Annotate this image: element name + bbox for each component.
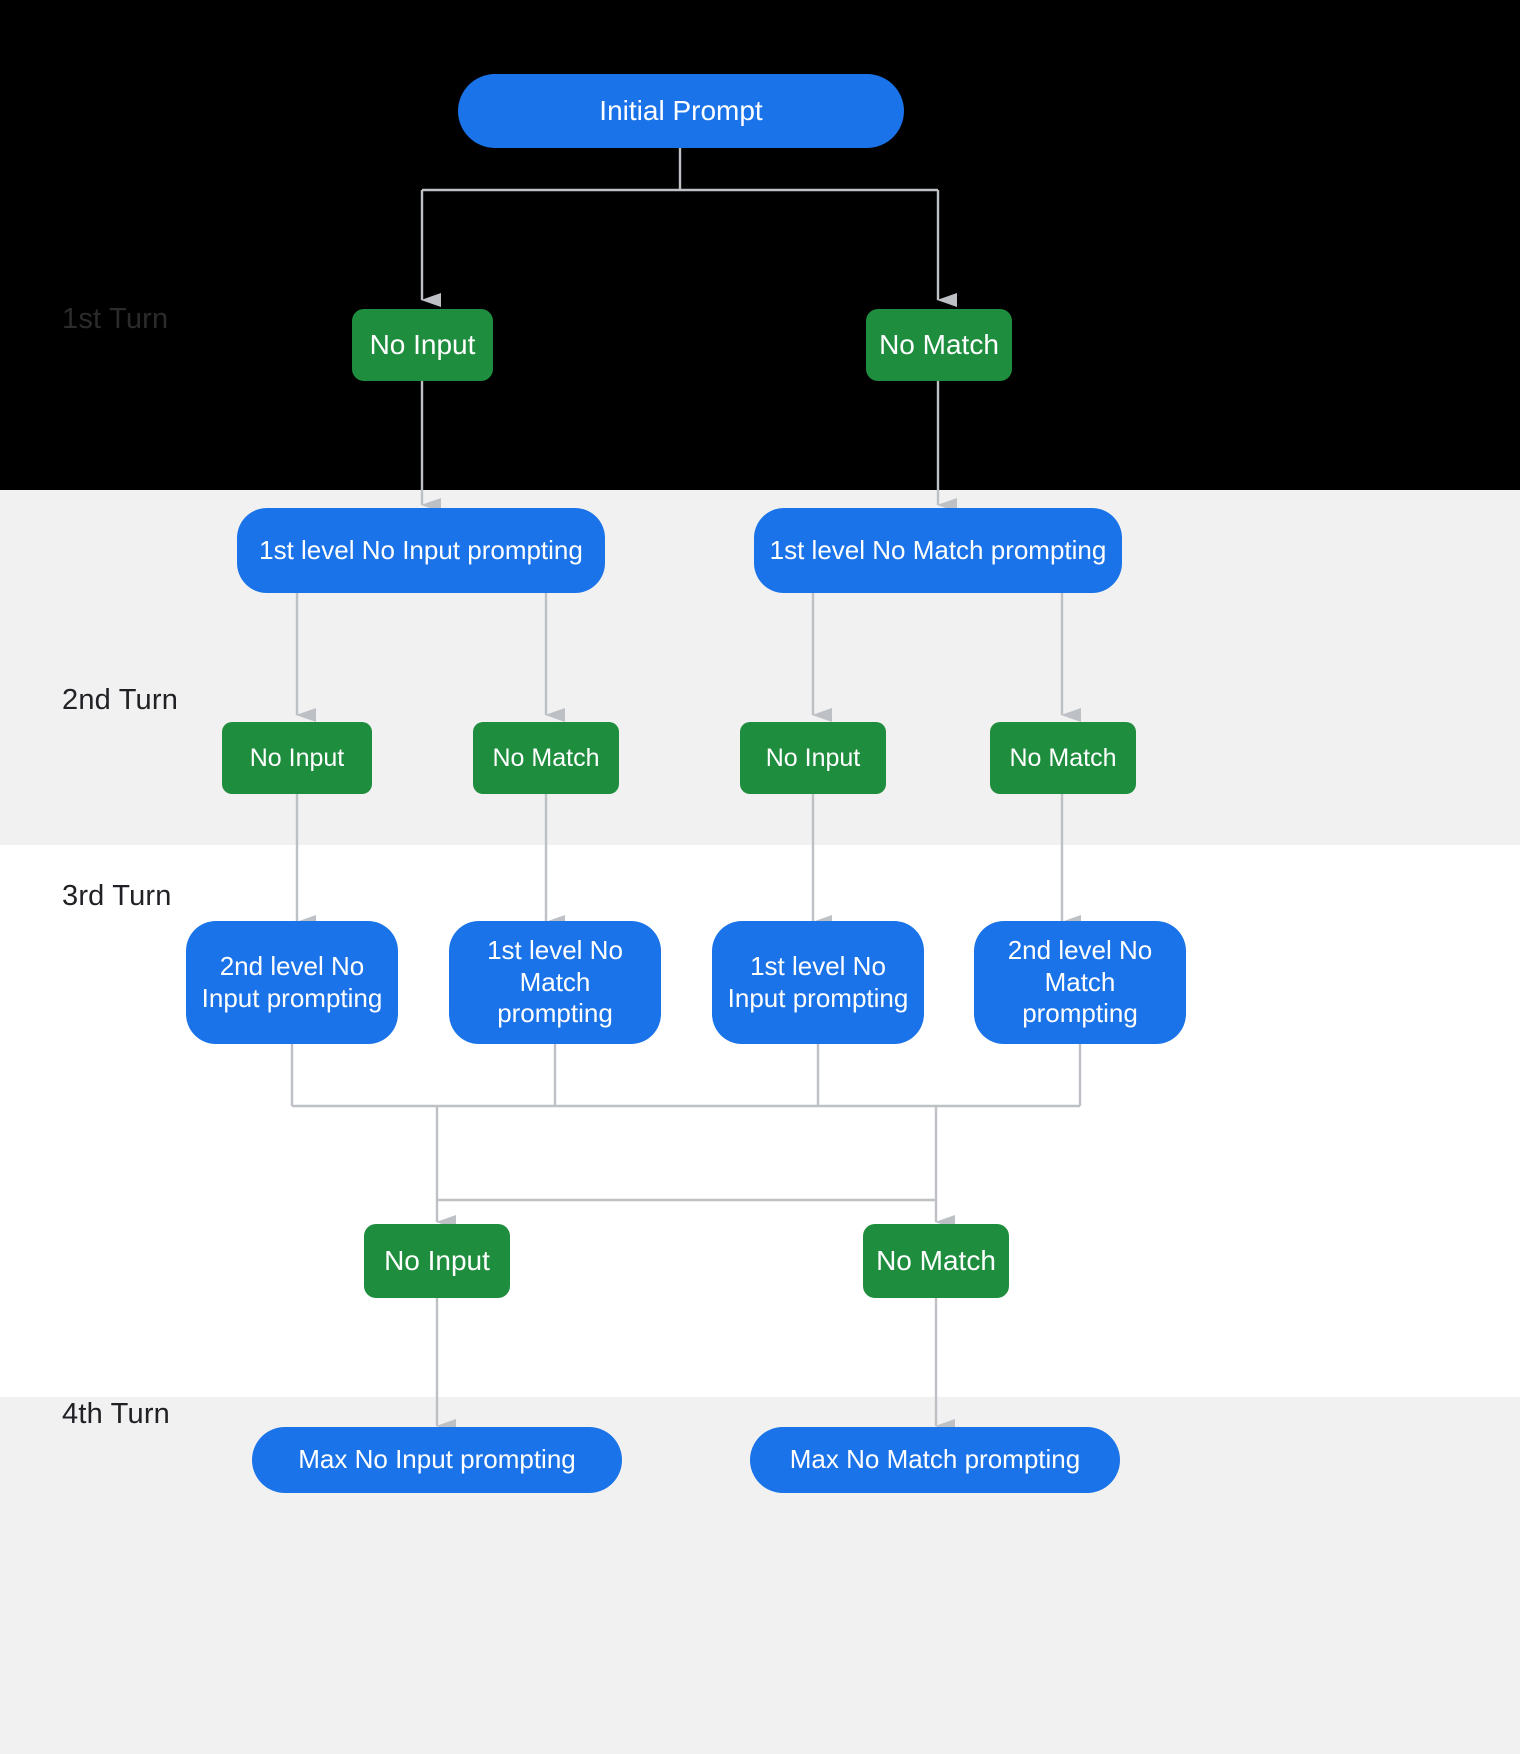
node-turn2-no-match-b[interactable]: No Match: [990, 722, 1136, 794]
node-turn2-no-input-a[interactable]: No Input: [222, 722, 372, 794]
turn-label-2: 2nd Turn: [62, 684, 179, 716]
node-turn1-no-input[interactable]: No Input: [352, 309, 493, 381]
turn-label-4: 4th Turn: [62, 1398, 170, 1430]
node-turn2-no-input-b[interactable]: No Input: [740, 722, 886, 794]
node-turn3-second-level-no-input-prompting[interactable]: 2nd level No Input prompting: [186, 921, 398, 1044]
node-turn3-first-level-no-match-prompting[interactable]: 1st level No Match prompting: [449, 921, 661, 1044]
node-initial-prompt[interactable]: Initial Prompt: [458, 74, 904, 148]
node-turn2-first-level-no-input-prompting[interactable]: 1st level No Input prompting: [237, 508, 605, 593]
node-turn2-no-match-a[interactable]: No Match: [473, 722, 619, 794]
turn-label-1: 1st Turn: [62, 303, 169, 335]
node-turn3-first-level-no-input-prompting[interactable]: 1st level No Input prompting: [712, 921, 924, 1044]
node-turn4-max-no-input-prompting[interactable]: Max No Input prompting: [252, 1427, 622, 1493]
node-turn4-max-no-match-prompting[interactable]: Max No Match prompting: [750, 1427, 1120, 1493]
node-turn3-no-input[interactable]: No Input: [364, 1224, 510, 1298]
node-turn1-no-match[interactable]: No Match: [866, 309, 1012, 381]
node-turn3-second-level-no-match-prompting[interactable]: 2nd level No Match prompting: [974, 921, 1186, 1044]
node-turn2-first-level-no-match-prompting[interactable]: 1st level No Match prompting: [754, 508, 1122, 593]
turn-label-3: 3rd Turn: [62, 880, 172, 912]
node-turn3-no-match[interactable]: No Match: [863, 1224, 1009, 1298]
